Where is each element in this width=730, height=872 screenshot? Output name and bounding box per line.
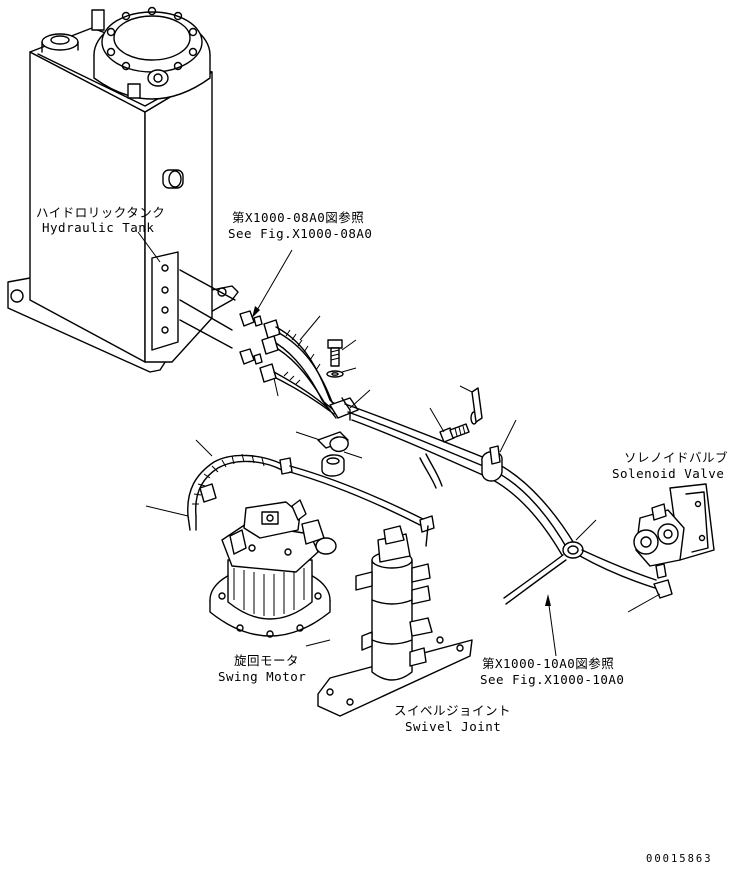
hydraulic-tank-label-jp: ハイドロリックタンク [36,205,166,220]
hose-bundle [273,326,349,419]
solenoid-valve-label-en: Solenoid Valve [612,466,725,481]
hydraulic-tank-label-en: Hydraulic Tank [42,220,155,235]
reference-10a0-label-jp: 第X1000-10A0図参照 [482,656,615,671]
swing-motor-label-en: Swing Motor [218,669,307,684]
main-hose-route [344,403,657,605]
swing-motor-hose [187,453,426,531]
swivel-joint-label-jp: スイベルジョイント [394,703,512,718]
reference-08a0-label-jp: 第X1000-08A0図参照 [232,210,365,225]
reference-08a0-label-en: See Fig.X1000-08A0 [228,226,373,241]
hydraulic-tank [7,6,239,373]
solenoid-valve-label-jp: ソレノイドバルブ [624,450,729,465]
swivel-joint-label-en: Swivel Joint [405,719,502,734]
leader-lines [137,231,661,657]
clamp-hardware [317,339,483,477]
solenoid-valve [633,483,715,599]
swing-motor-label-jp: 旋回モータ [234,653,300,668]
tank-hose-fittings [239,310,281,383]
reference-10a0-label-en: See Fig.X1000-10A0 [480,672,625,687]
drawing-number: 00015863 [646,853,713,865]
swivel-joint [317,515,473,717]
swing-motor [209,499,337,638]
